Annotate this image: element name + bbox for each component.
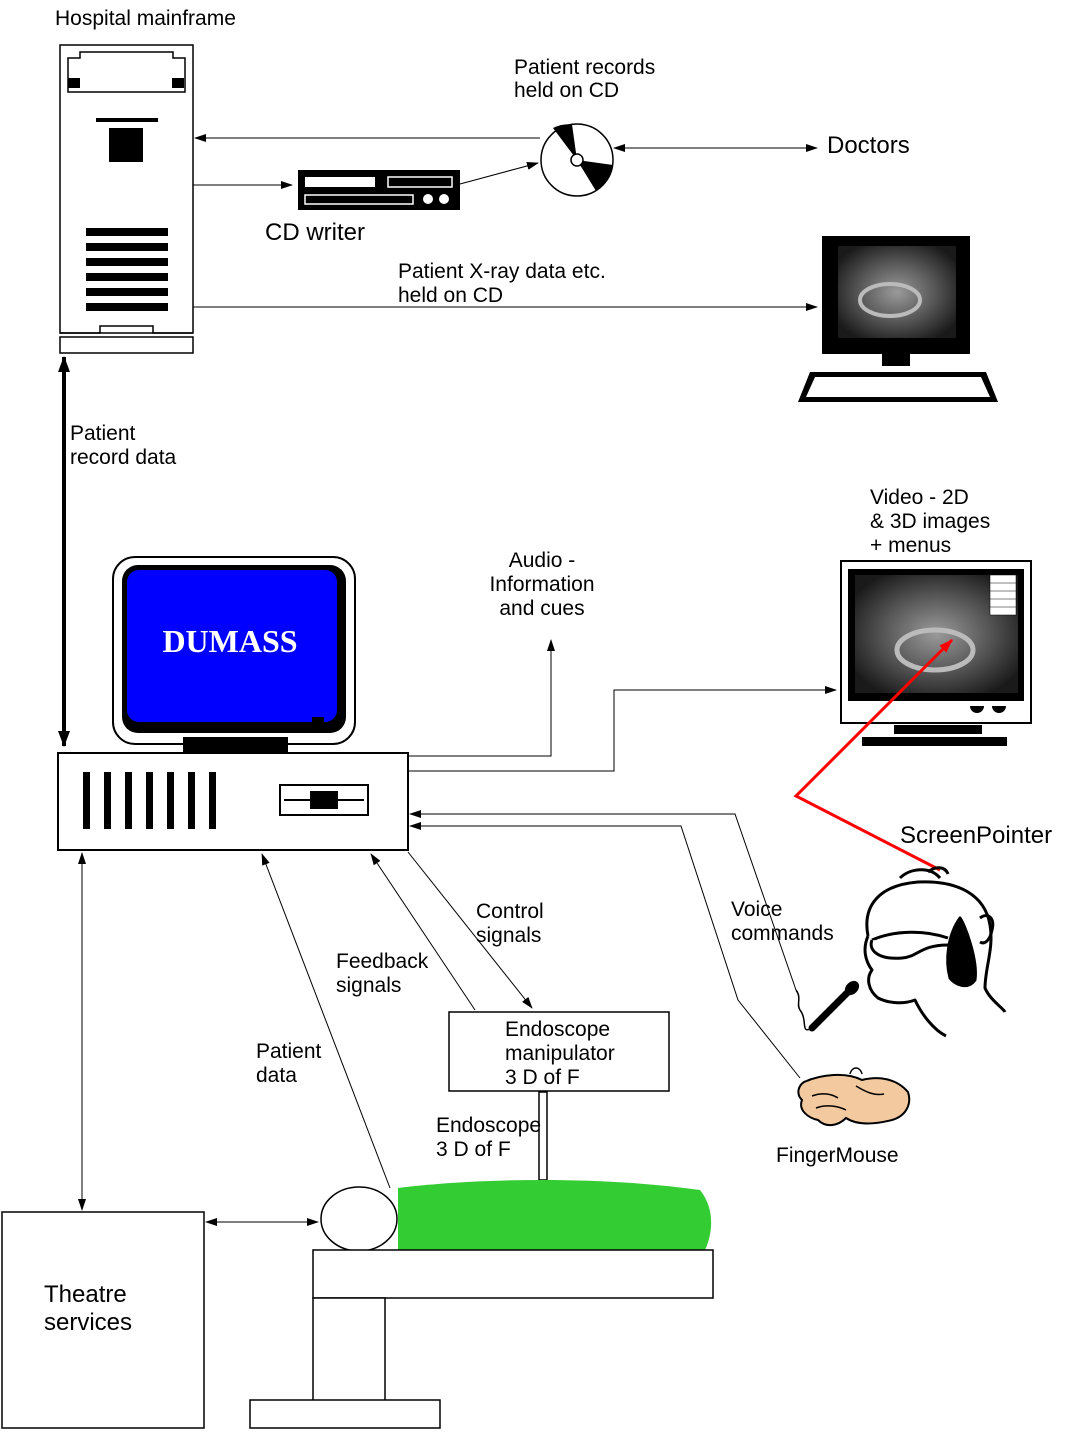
arrow-patient-data <box>261 853 391 1189</box>
label-audio-1: Audio - <box>509 549 576 572</box>
label-doctors: Doctors <box>827 132 910 159</box>
label-audio-3: and cues <box>499 597 584 620</box>
label-endoscope-2: 3 D of F <box>436 1138 511 1161</box>
label-endoscope-1: Endoscope <box>436 1114 541 1137</box>
endoscope-manipulator-box <box>448 1011 670 1092</box>
label-video-3: + menus <box>870 534 951 557</box>
label-audio-2: Information <box>489 573 594 596</box>
cd-disc-icon <box>540 123 614 197</box>
label-theatre-2: services <box>44 1309 132 1336</box>
arrow-audio-output <box>408 639 555 757</box>
label-cd-writer: CD writer <box>265 219 365 246</box>
label-patient-data-2: data <box>256 1064 297 1087</box>
label-manipulator-3: 3 D of F <box>505 1066 580 1089</box>
label-feedback-2: signals <box>336 974 401 997</box>
menu-overlay <box>989 574 1017 616</box>
label-feedback-1: Feedback <box>336 950 429 973</box>
arrow-control-signals <box>407 851 533 1009</box>
arrow-video-output <box>408 686 837 772</box>
mainframe-tower-icon <box>59 44 194 354</box>
label-xray-2: held on CD <box>398 284 503 307</box>
arrow-cdwriter-to-cd <box>459 161 539 185</box>
label-control-1: Control <box>476 900 544 923</box>
dumass-computer-icon <box>57 556 409 851</box>
label-patient-record-data-1: Patient <box>70 422 136 445</box>
label-manipulator-2: manipulator <box>505 1042 615 1065</box>
label-video-2: & 3D images <box>870 510 990 533</box>
surgeon-headset-icon <box>863 866 1007 1038</box>
arrow-voice-commands <box>409 810 797 991</box>
endoscope-rod <box>538 1091 548 1181</box>
label-screen-pointer: ScreenPointer <box>900 822 1052 849</box>
patient-cover <box>398 1180 712 1250</box>
patient-head <box>320 1186 398 1252</box>
label-patient-records-2: held on CD <box>514 79 619 102</box>
label-theatre-1: Theatre <box>44 1281 127 1308</box>
doctor-monitor-icon <box>798 236 998 402</box>
video-monitor-icon <box>840 560 1032 746</box>
label-voice-1: Voice <box>731 898 782 921</box>
operating-table-icon <box>249 1180 714 1429</box>
label-patient-data-1: Patient <box>256 1040 322 1063</box>
label-fingermouse: FingerMouse <box>776 1144 899 1167</box>
label-video-1: Video - 2D <box>870 486 969 509</box>
theatre-services-box <box>1 1211 205 1429</box>
label-xray-1: Patient X-ray data etc. <box>398 260 606 283</box>
label-patient-records-1: Patient records <box>514 56 655 79</box>
label-manipulator-1: Endoscope <box>505 1018 610 1041</box>
label-patient-record-data-2: record data <box>70 446 177 469</box>
screen-pointer-beam <box>793 638 954 872</box>
label-voice-2: commands <box>731 922 834 945</box>
arrow-feedback-signals <box>370 853 476 1011</box>
label-dumass: DUMASS <box>162 623 297 659</box>
microphone-icon <box>795 980 860 1032</box>
label-control-2: signals <box>476 924 541 947</box>
arrow-fingermouse <box>409 822 801 1079</box>
hand-icon <box>797 1067 911 1126</box>
cd-writer-icon <box>298 170 460 210</box>
label-hospital-mainframe: Hospital mainframe <box>55 7 236 30</box>
